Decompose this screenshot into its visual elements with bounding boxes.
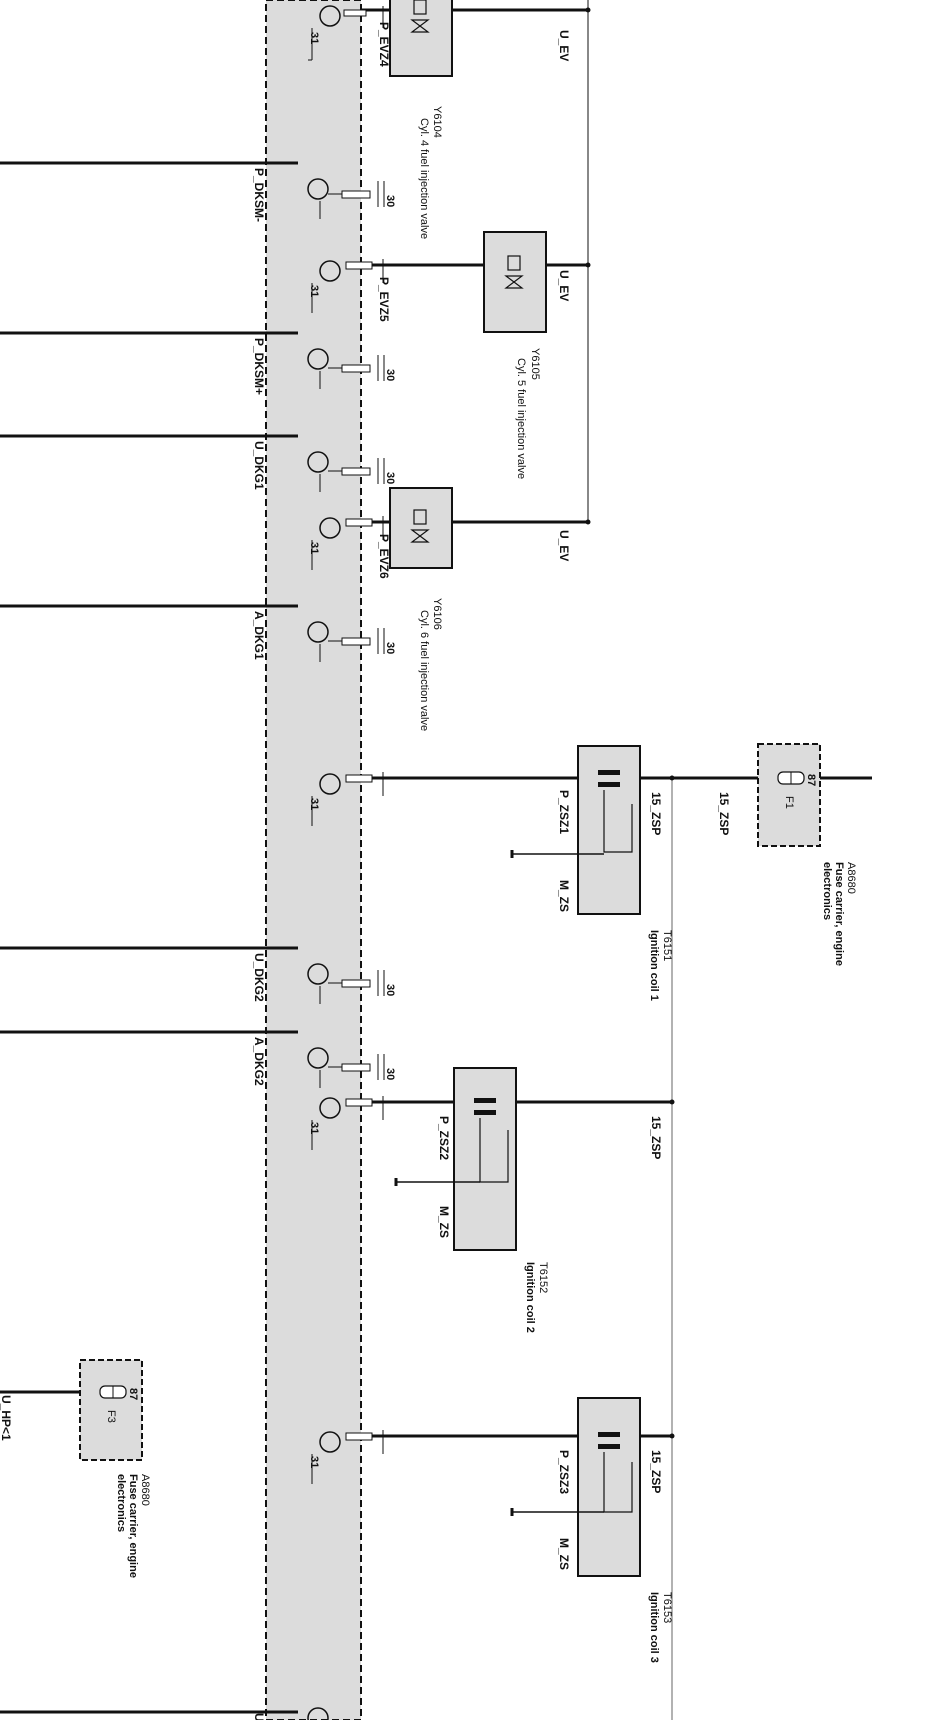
fuse-carrier-name: Fuse carrier, engine — [833, 862, 845, 966]
ignition-coil-t6153: P_ZSZ3 M_ZS 15_ZSP T6153 Ignition coil 3 — [510, 1397, 673, 1663]
pin-label-u-hp: U_HP<1 — [0, 1395, 13, 1441]
injector-name: Cyl. 5 fuel injection valve — [515, 358, 527, 479]
injector-y6105: U_EV Y6105 Cyl. 5 fuel injection valve — [483, 231, 571, 479]
pin-30-u-dkg1: 30 — [384, 472, 396, 484]
coil-signal-label: P_ZSZ3 — [557, 1450, 571, 1494]
junction-dot — [585, 7, 591, 13]
ecu-drivers: 31 30 31 30 — [307, 5, 396, 1720]
fuse-label: F1 — [783, 796, 795, 809]
coil-ground-label: M_ZS — [557, 1538, 571, 1570]
driver-zsz1: 31 — [308, 772, 384, 826]
pin-30-dksm-plus: 30 — [384, 369, 396, 381]
fuse-pin: 87 — [805, 774, 817, 786]
pin-31-zsz1: 31 — [308, 798, 320, 810]
driver-dksm-plus: 30 — [307, 348, 396, 389]
pin-label-u-dkg2: U_DKG2 — [252, 953, 266, 1002]
junction-dot — [669, 775, 675, 781]
fuse-carrier-name: Fuse carrier, engine — [127, 1474, 139, 1578]
junction-dot — [669, 1433, 675, 1439]
pin-label-a-dkg2: A_DKG2 — [252, 1037, 266, 1086]
coil-signal-label: P_ZSZ2 — [437, 1116, 451, 1160]
junction-dot — [585, 262, 591, 268]
pin-label-p-dksm-plus: P_DKSM+ — [252, 338, 266, 395]
pin-30-dksm-minus: 30 — [384, 195, 396, 207]
fuse-carrier-id: A8680 — [845, 862, 857, 894]
driver-a-dkg1: 30 — [307, 621, 396, 662]
driver-bottom — [307, 1707, 329, 1720]
ignition-coil-t6151: P_ZSZ1 M_ZS 15_ZSP T6151 Ignition coil 1 — [510, 745, 673, 1001]
driver-a-dkg2: 30 — [307, 1047, 396, 1088]
driver-evz5: 31 — [308, 259, 384, 313]
injector-y6106: U_EV Y6106 Cyl. 6 fuel injection valve — [389, 487, 571, 731]
output-label-evz6: P_EVZ6 — [377, 534, 391, 579]
driver-evz6: 31 — [308, 516, 384, 570]
pin-label-u-dkg1: U_DKG1 — [252, 441, 266, 490]
fuse-pin: 87 — [127, 1388, 139, 1400]
coil-id: T6151 — [661, 930, 673, 961]
fuse-carrier-name: electronics — [821, 862, 833, 920]
pin-30-a-dkg1: 30 — [384, 642, 396, 654]
coil-name: Ignition coil 3 — [648, 1592, 660, 1663]
coil-supply-label: 15_ZSP — [649, 1450, 663, 1493]
injector-name: Cyl. 6 fuel injection valve — [418, 610, 430, 731]
injector-supply-label: U_EV — [557, 270, 571, 301]
output-label-evz4: P_EVZ4 — [377, 22, 391, 67]
ecu-module-box — [265, 0, 362, 1720]
injector-y6104: U_EV Y6104 Cyl. 4 fuel injection valve — [389, 0, 571, 239]
driver-zsz3: 31 — [308, 1430, 384, 1484]
fuse-carrier-name: electronics — [115, 1474, 127, 1532]
fuse-label: F3 — [105, 1410, 117, 1423]
coil-name: Ignition coil 1 — [648, 930, 660, 1001]
coil-id: T6153 — [661, 1592, 673, 1623]
pin-30-u-dkg2: 30 — [384, 984, 396, 996]
fuse-bus-label: 15_ZSP — [717, 792, 731, 835]
coil-id: T6152 — [537, 1262, 549, 1293]
injector-id: Y6105 — [529, 348, 541, 380]
coil-name: Ignition coil 2 — [524, 1262, 536, 1333]
pin-31-evz6: 31 — [308, 542, 320, 554]
driver-u-dkg2: 30 — [307, 963, 396, 1004]
pin-31-evz4: 31 — [308, 32, 320, 44]
coil-signal-label: P_ZSZ1 — [557, 790, 571, 834]
injector-id: Y6104 — [431, 106, 443, 138]
driver-evz4: 31 — [308, 5, 384, 61]
output-label-evz5: P_EVZ5 — [377, 277, 391, 322]
injector-supply-label: U_EV — [557, 530, 571, 561]
pin-30-a-dkg2: 30 — [384, 1068, 396, 1080]
pin-31-evz5: 31 — [308, 285, 320, 297]
coil-ground-label: M_ZS — [557, 880, 571, 912]
pin-label-p-dksm-minus: P_DKSM- — [252, 168, 266, 222]
fuse-carrier-id: A8680 — [139, 1474, 151, 1506]
ignition-coil-t6152: P_ZSZ2 M_ZS 15_ZSP T6152 Ignition coil 2 — [394, 1067, 663, 1333]
pin-label-bottom: U — [252, 1713, 266, 1720]
driver-u-dkg1: 30 — [307, 451, 396, 492]
injector-supply-label: U_EV — [557, 30, 571, 61]
pin-31-zsz3: 31 — [308, 1456, 320, 1468]
driver-zsz2: 31 — [308, 1096, 384, 1150]
injector-id: Y6106 — [431, 598, 443, 630]
junction-dot — [585, 519, 591, 525]
pin-31-zsz2: 31 — [308, 1122, 320, 1134]
coil-supply-label: 15_ZSP — [649, 1116, 663, 1159]
pin-label-a-dkg1: A_DKG1 — [252, 611, 266, 660]
coil-ground-label: M_ZS — [437, 1206, 451, 1238]
injector-name: Cyl. 4 fuel injection valve — [418, 118, 430, 239]
fuse-carrier-f1: 87 F1 A8680 Fuse carrier, engine electro… — [757, 743, 857, 966]
junction-dot — [669, 1099, 675, 1105]
fuse-carrier-f3: 87 F3 A8680 Fuse carrier, engine electro… — [79, 1359, 151, 1578]
coil-supply-label: 15_ZSP — [649, 792, 663, 835]
driver-dksm-minus: 30 — [307, 178, 396, 219]
